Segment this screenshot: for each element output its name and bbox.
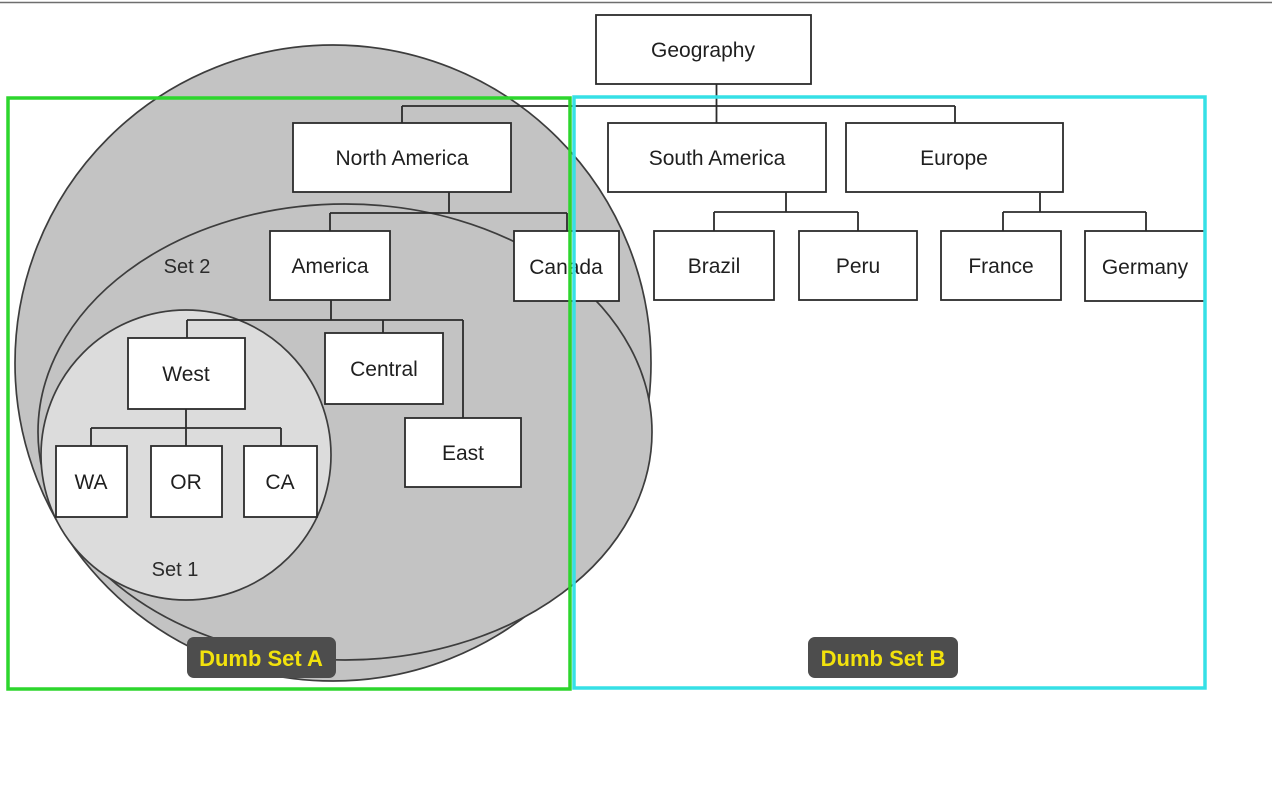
node-france[interactable] — [940, 230, 1062, 301]
node-canada-label: Canada — [529, 256, 603, 279]
set1-label: Set 1 — [152, 559, 199, 581]
node-geography[interactable] — [595, 14, 812, 85]
node-west-label: West — [162, 363, 210, 386]
node-central[interactable] — [324, 332, 444, 405]
node-wa[interactable] — [55, 445, 128, 518]
node-peru[interactable] — [798, 230, 918, 301]
node-or[interactable] — [150, 445, 223, 518]
tree-connectors — [90, 84, 1147, 446]
dumb-set-a-badge-label: Dumb Set A — [199, 646, 323, 671]
node-north-america[interactable] — [292, 122, 512, 193]
node-europe[interactable] — [845, 122, 1064, 193]
node-central-label: Central — [350, 358, 418, 381]
node-canada[interactable] — [513, 230, 620, 302]
node-geography-label: Geography — [651, 39, 755, 62]
set2-label: Set 2 — [164, 256, 211, 278]
node-peru-label: Peru — [836, 255, 880, 278]
dumb-set-b-badge-label: Dumb Set B — [821, 646, 946, 671]
dumb-set-b-region[interactable] — [572, 95, 1207, 690]
node-france-label: France — [968, 255, 1033, 278]
node-brazil-label: Brazil — [688, 255, 741, 278]
dumb-set-a-badge[interactable]: Dumb Set A — [187, 637, 336, 678]
node-ca-label: CA — [265, 471, 294, 494]
node-germany-label: Germany — [1102, 256, 1189, 279]
node-north-america-label: North America — [335, 147, 468, 170]
dumb-set-b-badge[interactable]: Dumb Set B — [808, 637, 958, 678]
tree-nodes — [55, 14, 1206, 518]
dumb-set-a-region[interactable] — [6, 96, 572, 691]
node-brazil[interactable] — [653, 230, 775, 301]
node-germany[interactable] — [1084, 230, 1206, 302]
node-america-label: America — [291, 255, 368, 278]
node-south-america[interactable] — [607, 122, 827, 193]
node-south-america-label: South America — [649, 147, 786, 170]
node-west[interactable] — [127, 337, 246, 410]
node-europe-label: Europe — [920, 147, 988, 170]
node-or-label: OR — [170, 471, 202, 494]
node-america[interactable] — [269, 230, 391, 301]
node-east-label: East — [442, 442, 484, 465]
node-wa-label: WA — [74, 471, 107, 494]
node-ca[interactable] — [243, 445, 318, 518]
node-east[interactable] — [404, 417, 522, 488]
